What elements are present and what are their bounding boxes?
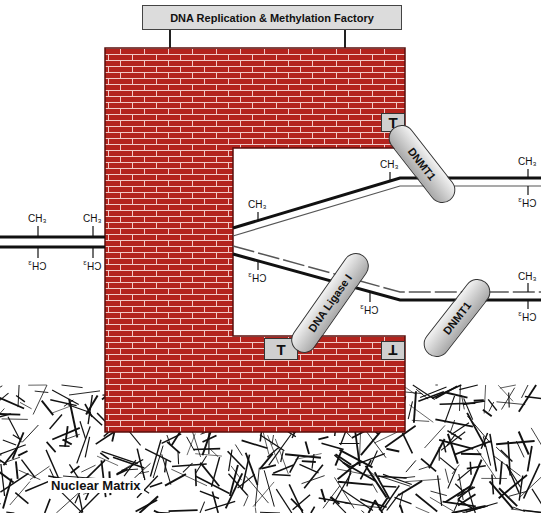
node-text: T (388, 342, 397, 359)
methyl-label: CH₃ (518, 311, 537, 321)
title-box: DNA Replication & Methylation Factory (142, 5, 402, 30)
dna-strands (0, 178, 541, 300)
methyl-label: CH₃ (518, 157, 537, 167)
node-text: DNA Replication & Methylation Factory (170, 12, 374, 24)
brick-factory (105, 48, 405, 432)
tether-box: T (381, 341, 405, 360)
methyl-label: CH₃ (28, 260, 47, 270)
methyl-label: CH₃ (28, 214, 47, 224)
methyl-label: CH₃ (83, 214, 102, 224)
region-label: Nuclear Matrix (48, 478, 144, 493)
methyl-label: CH₃ (248, 200, 267, 210)
support-line (169, 30, 171, 48)
node-text: DNA Ligase I (306, 272, 355, 334)
methyl-label: CH₃ (248, 272, 267, 282)
methyl-label: CH₃ (380, 160, 399, 170)
support-line (344, 30, 346, 48)
methyl-label: CH₃ (518, 197, 537, 207)
methyl-label: CH₃ (518, 272, 537, 282)
node-text: T (276, 341, 285, 358)
methyl-label: CH₃ (83, 260, 102, 270)
enzyme-pill: DNMT1 (418, 274, 495, 363)
methyl-label: CH₃ (360, 304, 379, 314)
node-text: DNMT1 (441, 299, 474, 336)
